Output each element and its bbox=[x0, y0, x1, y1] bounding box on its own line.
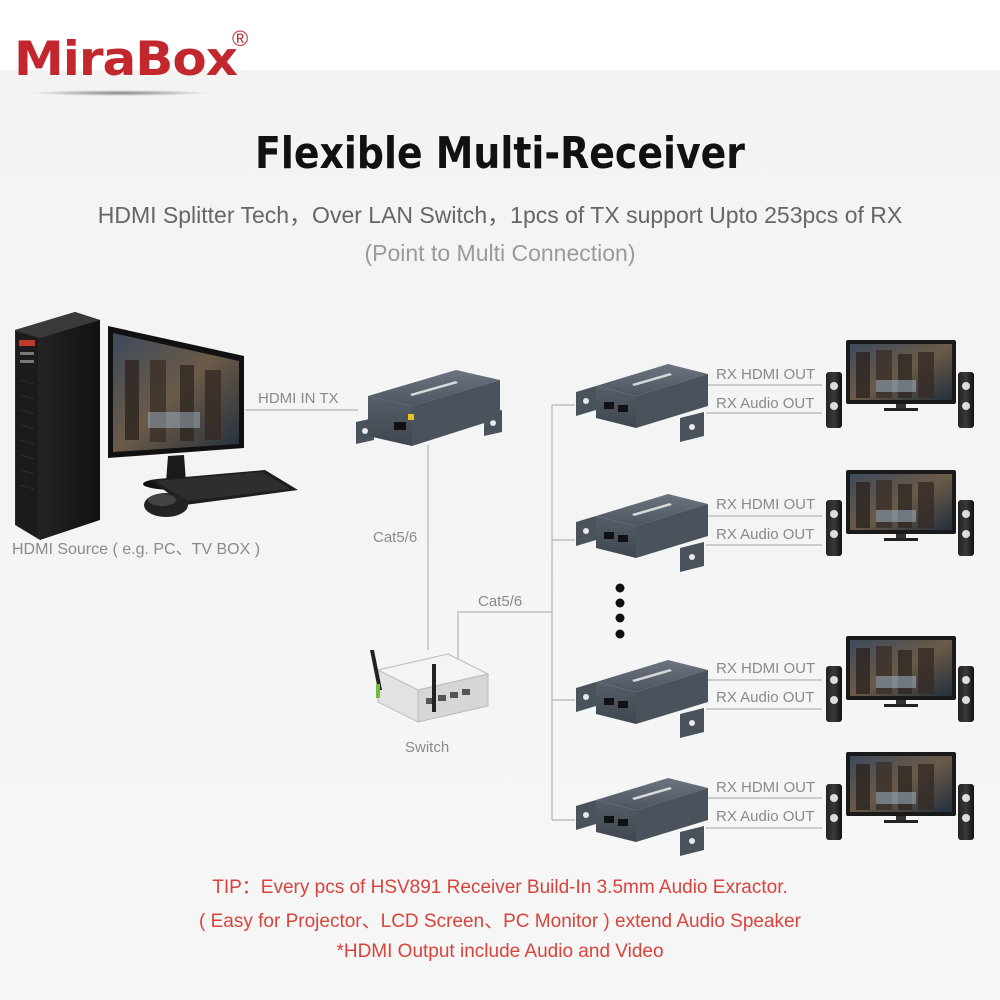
tv-4 bbox=[846, 752, 956, 823]
logo-shadow bbox=[30, 90, 210, 96]
page-title: Flexible Multi-Receiver bbox=[255, 128, 745, 179]
more-receivers-dots bbox=[615, 583, 625, 639]
network-switch bbox=[370, 650, 490, 723]
keyboard-mouse bbox=[144, 470, 298, 517]
speaker-right-4 bbox=[958, 784, 974, 840]
page-subtitle: HDMI Splitter Tech，Over LAN Switch，1pcs … bbox=[97, 202, 903, 228]
speaker-left-1 bbox=[826, 372, 842, 428]
rx-device-3 bbox=[576, 660, 708, 738]
speaker-left-2 bbox=[826, 500, 842, 556]
cable-lines bbox=[245, 384, 822, 829]
tv-2 bbox=[846, 470, 956, 541]
rx2-hdmi-label: RX HDMI OUT bbox=[716, 496, 816, 513]
rx-device-1 bbox=[576, 364, 708, 442]
source-label: HDMI Source ( e.g. PC、TV BOX ) bbox=[12, 541, 261, 558]
pc-tower bbox=[15, 312, 100, 540]
tx-label: HDMI IN TX bbox=[258, 390, 339, 407]
registered-mark: ® bbox=[232, 26, 249, 51]
tip-line-2: ( Easy for Projector、LCD Screen、PC Monit… bbox=[199, 911, 801, 932]
tip-line-1: TIP：Every pcs of HSV891 Receiver Build-I… bbox=[212, 877, 788, 898]
tx-device bbox=[356, 370, 502, 446]
rx4-audio-label: RX Audio OUT bbox=[716, 808, 815, 825]
tv-1 bbox=[846, 340, 956, 411]
rx2-audio-label: RX Audio OUT bbox=[716, 526, 815, 543]
cable-label-1: Cat5/6 bbox=[373, 529, 418, 546]
pc-monitor bbox=[108, 326, 244, 490]
rx3-hdmi-label: RX HDMI OUT bbox=[716, 660, 816, 677]
rx-device-2 bbox=[576, 494, 708, 572]
rx-device-4 bbox=[576, 778, 708, 856]
speaker-left-3 bbox=[826, 666, 842, 722]
brand-logo: MiraBox bbox=[14, 31, 238, 87]
rx3-audio-label: RX Audio OUT bbox=[716, 689, 815, 706]
speaker-left-4 bbox=[826, 784, 842, 840]
rx4-hdmi-label: RX HDMI OUT bbox=[716, 779, 816, 796]
switch-label: Switch bbox=[405, 739, 450, 756]
rx1-audio-label: RX Audio OUT bbox=[716, 395, 815, 412]
tv-3 bbox=[846, 636, 956, 707]
tip-line-3: *HDMI Output include Audio and Video bbox=[336, 941, 664, 962]
speaker-right-2 bbox=[958, 500, 974, 556]
speaker-right-3 bbox=[958, 666, 974, 722]
speaker-right-1 bbox=[958, 372, 974, 428]
page-subtitle-note: (Point to Multi Connection) bbox=[364, 240, 636, 266]
cable-label-2: Cat5/6 bbox=[478, 593, 523, 610]
rx1-hdmi-label: RX HDMI OUT bbox=[716, 366, 816, 383]
